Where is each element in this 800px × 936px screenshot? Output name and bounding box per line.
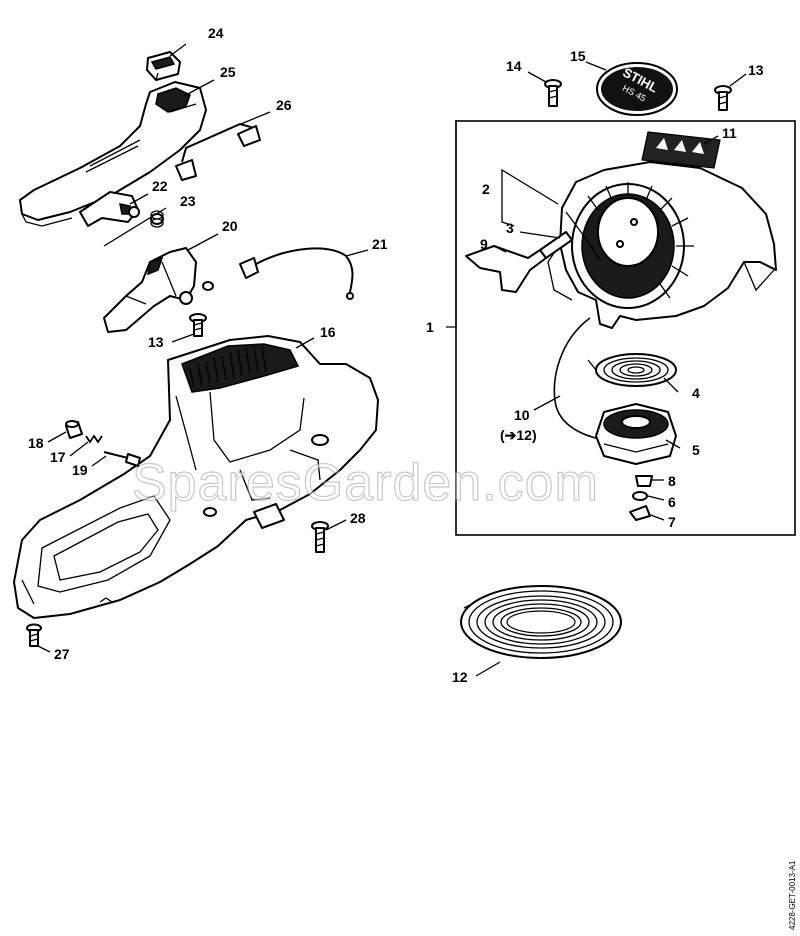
label-28: 28 — [350, 510, 366, 526]
label-12: 12 — [452, 669, 468, 685]
part-12-starter-rope-coil — [460, 585, 622, 659]
part-19-pin — [103, 451, 141, 467]
part-18-plug — [65, 420, 83, 439]
label-16: 16 — [320, 324, 336, 340]
part-4-rewind-spring — [587, 353, 677, 387]
drawing-ref: 4228-GET-0013-A1 — [788, 860, 797, 930]
part-11-warning-label — [641, 131, 721, 169]
part-14-screw — [544, 79, 562, 107]
label-9: 9 — [480, 236, 488, 252]
part-22-lever — [79, 191, 140, 227]
starter-assembly-frame — [455, 120, 796, 536]
part-5-rope-rotor — [595, 403, 677, 465]
label-10-ref: (➔12) — [500, 427, 537, 443]
part-17-spring — [85, 434, 103, 444]
part-16-main-housing — [13, 335, 379, 619]
label-19: 19 — [72, 462, 88, 478]
watermark: SparesGarden.com — [132, 454, 599, 512]
label-22: 22 — [152, 178, 168, 194]
label-20: 20 — [222, 218, 238, 234]
part-7-washer — [629, 505, 651, 521]
label-8: 8 — [668, 473, 676, 489]
label-17: 17 — [50, 449, 66, 465]
label-15: 15 — [570, 48, 586, 64]
label-18: 18 — [28, 435, 44, 451]
label-4: 4 — [692, 385, 700, 401]
part-25-handle-molding — [19, 81, 207, 227]
label-21: 21 — [372, 236, 388, 252]
part-24-switch-cap — [146, 51, 181, 82]
part-1-fan-housing — [547, 161, 777, 329]
label-3: 3 — [506, 220, 514, 236]
part-10-starter-rope — [553, 317, 623, 443]
label-27: 27 — [54, 646, 70, 662]
part-20-throttle-trigger — [103, 247, 197, 333]
label-24: 24 — [208, 25, 224, 41]
label-7: 7 — [668, 514, 676, 530]
part-27-screw — [26, 623, 42, 647]
part-13-screw-left — [189, 313, 207, 337]
part-6-spring-clip — [632, 491, 648, 501]
part-28-screw — [311, 521, 329, 553]
part-15-stihl-decal: STIHL HS 45 — [596, 62, 678, 116]
part-23-spring — [150, 210, 164, 228]
leader-lines — [37, 43, 747, 677]
part-26-wire-clip — [175, 122, 261, 181]
label-23: 23 — [180, 193, 196, 209]
label-13-right: 13 — [748, 62, 764, 78]
label-2: 2 — [482, 181, 490, 197]
part-13-screw-right — [714, 85, 732, 111]
label-1: 1 — [426, 319, 434, 335]
label-6: 6 — [668, 494, 676, 510]
part-9-starter-grip — [465, 231, 573, 293]
label-5: 5 — [692, 442, 700, 458]
label-25: 25 — [220, 64, 236, 80]
part-21-throttle-cable — [202, 247, 354, 300]
label-13-left: 13 — [148, 334, 164, 350]
part-8-pawl — [635, 475, 653, 487]
label-26: 26 — [276, 97, 292, 113]
label-10: 10 — [514, 407, 530, 423]
callout-labels: 24 25 26 22 23 20 21 13 16 18 17 19 28 2… — [28, 25, 764, 685]
label-14: 14 — [506, 58, 522, 74]
label-11: 11 — [722, 125, 737, 141]
